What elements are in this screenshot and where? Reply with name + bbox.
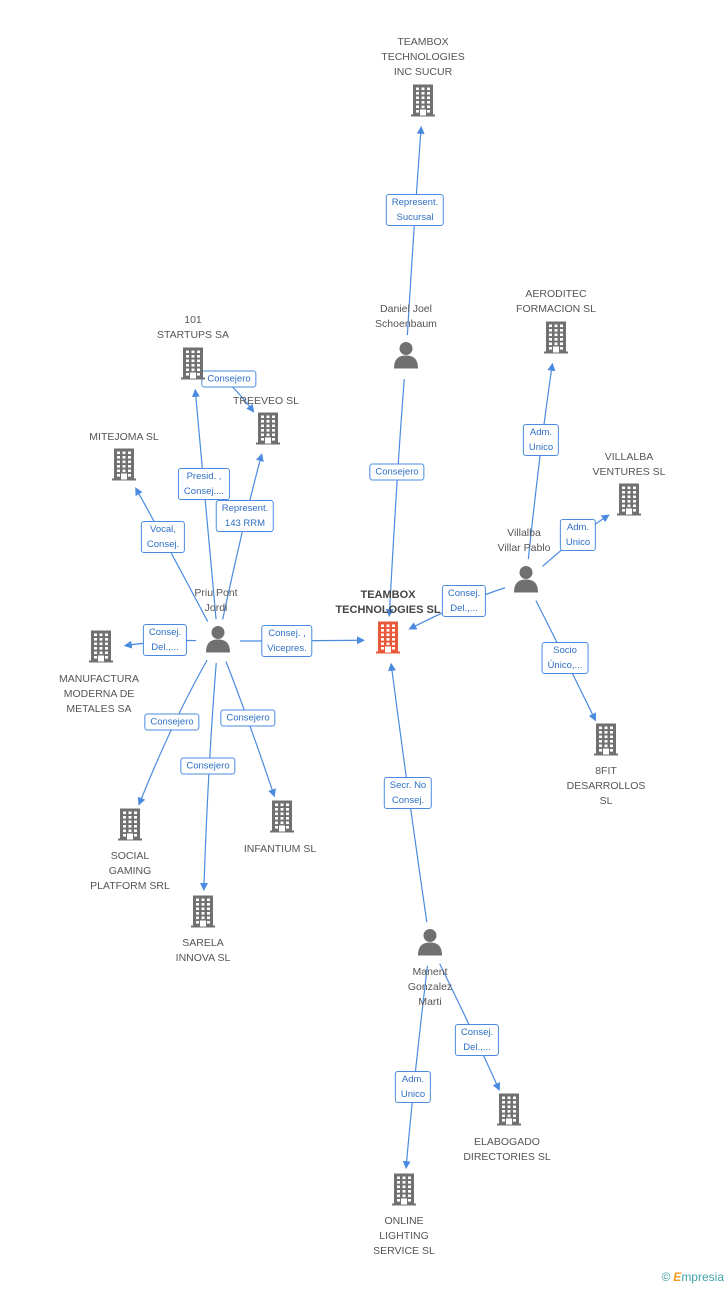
brand-logo-letter: E xyxy=(673,1270,682,1284)
edge-label-priu-to-infantium[interactable]: Consejero xyxy=(220,709,276,727)
node-label-aeroditec[interactable]: AERODITEC FORMACION SL xyxy=(516,288,596,315)
building-icon-social[interactable] xyxy=(115,808,145,847)
node-label-manent[interactable]: Manent Gonzalez Marti xyxy=(407,966,453,1008)
edge-label-priu-to-treeveo[interactable]: Represent. 143 RRM xyxy=(215,500,275,532)
edge-label-daniel-to-teambox-inc[interactable]: Represent. Sucursal xyxy=(385,194,445,226)
building-icon-manufactura[interactable] xyxy=(86,630,116,669)
brand-name: mpresia xyxy=(681,1270,724,1284)
edge-label-daniel-to-teambox-main[interactable]: Consejero xyxy=(369,463,425,481)
node-label-infantium[interactable]: INFANTIUM SL xyxy=(243,843,317,855)
edge-label-priu-to-teambox-main[interactable]: Consej. , Vicepres. xyxy=(261,625,313,657)
building-icon-treeveo[interactable] xyxy=(253,412,283,451)
node-label-online[interactable]: ONLINE LIGHTING SERVICE SL xyxy=(373,1215,435,1257)
edge-priu-to-startups101 xyxy=(191,388,217,620)
copyright-icon: © xyxy=(661,1270,671,1284)
node-label-villalba-p[interactable]: Villalba Villar Pablo xyxy=(497,527,551,554)
node-label-sarela[interactable]: SARELA INNOVA SL xyxy=(175,937,231,964)
person-icon-villalba-p[interactable] xyxy=(511,564,541,599)
node-label-treeveo[interactable]: TREEVEO SL xyxy=(233,395,299,407)
node-label-teambox-main[interactable]: TEAMBOX TECHNOLOGIES SL xyxy=(335,589,441,616)
node-label-fit8[interactable]: 8FIT DESARROLLOS SL xyxy=(566,765,646,807)
node-label-elabogado[interactable]: ELABOGADO DIRECTORIES SL xyxy=(463,1136,551,1163)
edge-label-villalba-p-to-villalba-v[interactable]: Adm. Unico xyxy=(559,519,597,551)
node-label-mitejoma[interactable]: MITEJOMA SL xyxy=(89,431,159,443)
edge-label-villalba-p-to-aeroditec[interactable]: Adm. Unico xyxy=(522,424,560,456)
edge-label-priu-to-mitejoma[interactable]: Vocal, Consej. xyxy=(140,521,186,553)
building-icon-villalba-v[interactable] xyxy=(614,483,644,522)
edge-label-priu-to-social[interactable]: Consejero xyxy=(144,713,200,731)
person-icon-priu[interactable] xyxy=(203,624,233,659)
node-label-startups101[interactable]: 101 STARTUPS SA xyxy=(157,314,229,341)
building-icon-mitejoma[interactable] xyxy=(109,448,139,487)
edge-label-manent-to-teambox-main[interactable]: Secr. No Consej. xyxy=(383,777,433,809)
node-label-social[interactable]: SOCIAL GAMING PLATFORM SRL xyxy=(90,850,170,892)
brand-footer: ©Empresia xyxy=(661,1270,724,1284)
building-icon-online[interactable] xyxy=(389,1173,419,1212)
building-icon-startups101[interactable] xyxy=(178,347,208,386)
person-icon-daniel[interactable] xyxy=(391,340,421,375)
edge-label-manent-to-online[interactable]: Adm. Unico xyxy=(394,1071,432,1103)
edge-label-villalba-p-to-fit8[interactable]: Socio Único,... xyxy=(541,642,589,674)
node-label-manufactura[interactable]: MANUFACTURA MODERNA DE METALES SA xyxy=(59,673,139,715)
edge-priu-to-infantium xyxy=(225,661,276,798)
building-icon-teambox-inc[interactable] xyxy=(408,84,438,123)
edge-label-priu-to-manufactura[interactable]: Consej. Del.,... xyxy=(142,624,188,656)
person-icon-manent[interactable] xyxy=(415,927,445,962)
node-label-priu[interactable]: Priu Pont Jordi xyxy=(194,587,238,614)
node-label-daniel[interactable]: Daniel Joel Schoenbaum xyxy=(375,303,437,330)
edge-label-priu-to-startups101[interactable]: Presid. , Consej.... xyxy=(177,468,231,500)
building-icon-teambox-main[interactable] xyxy=(373,621,403,660)
edge-label-villalba-p-to-teambox-main[interactable]: Consej. Del.,... xyxy=(441,585,487,617)
node-label-villalba-v[interactable]: VILLALBA VENTURES SL xyxy=(592,451,666,478)
node-label-teambox-inc[interactable]: TEAMBOX TECHNOLOGIES INC SUCUR xyxy=(381,36,465,78)
edge-daniel-to-teambox-main xyxy=(385,378,405,618)
building-icon-elabogado[interactable] xyxy=(494,1093,524,1132)
building-icon-fit8[interactable] xyxy=(591,723,621,762)
building-icon-infantium[interactable] xyxy=(267,800,297,839)
building-icon-aeroditec[interactable] xyxy=(541,321,571,360)
building-icon-sarela[interactable] xyxy=(188,895,218,934)
edge-label-manent-to-elabogado[interactable]: Consej. Del.,... xyxy=(454,1024,500,1056)
edge-label-startups101-to-treeveo[interactable]: Consejero xyxy=(201,370,257,388)
edge-label-priu-to-sarela[interactable]: Consejero xyxy=(180,757,236,775)
